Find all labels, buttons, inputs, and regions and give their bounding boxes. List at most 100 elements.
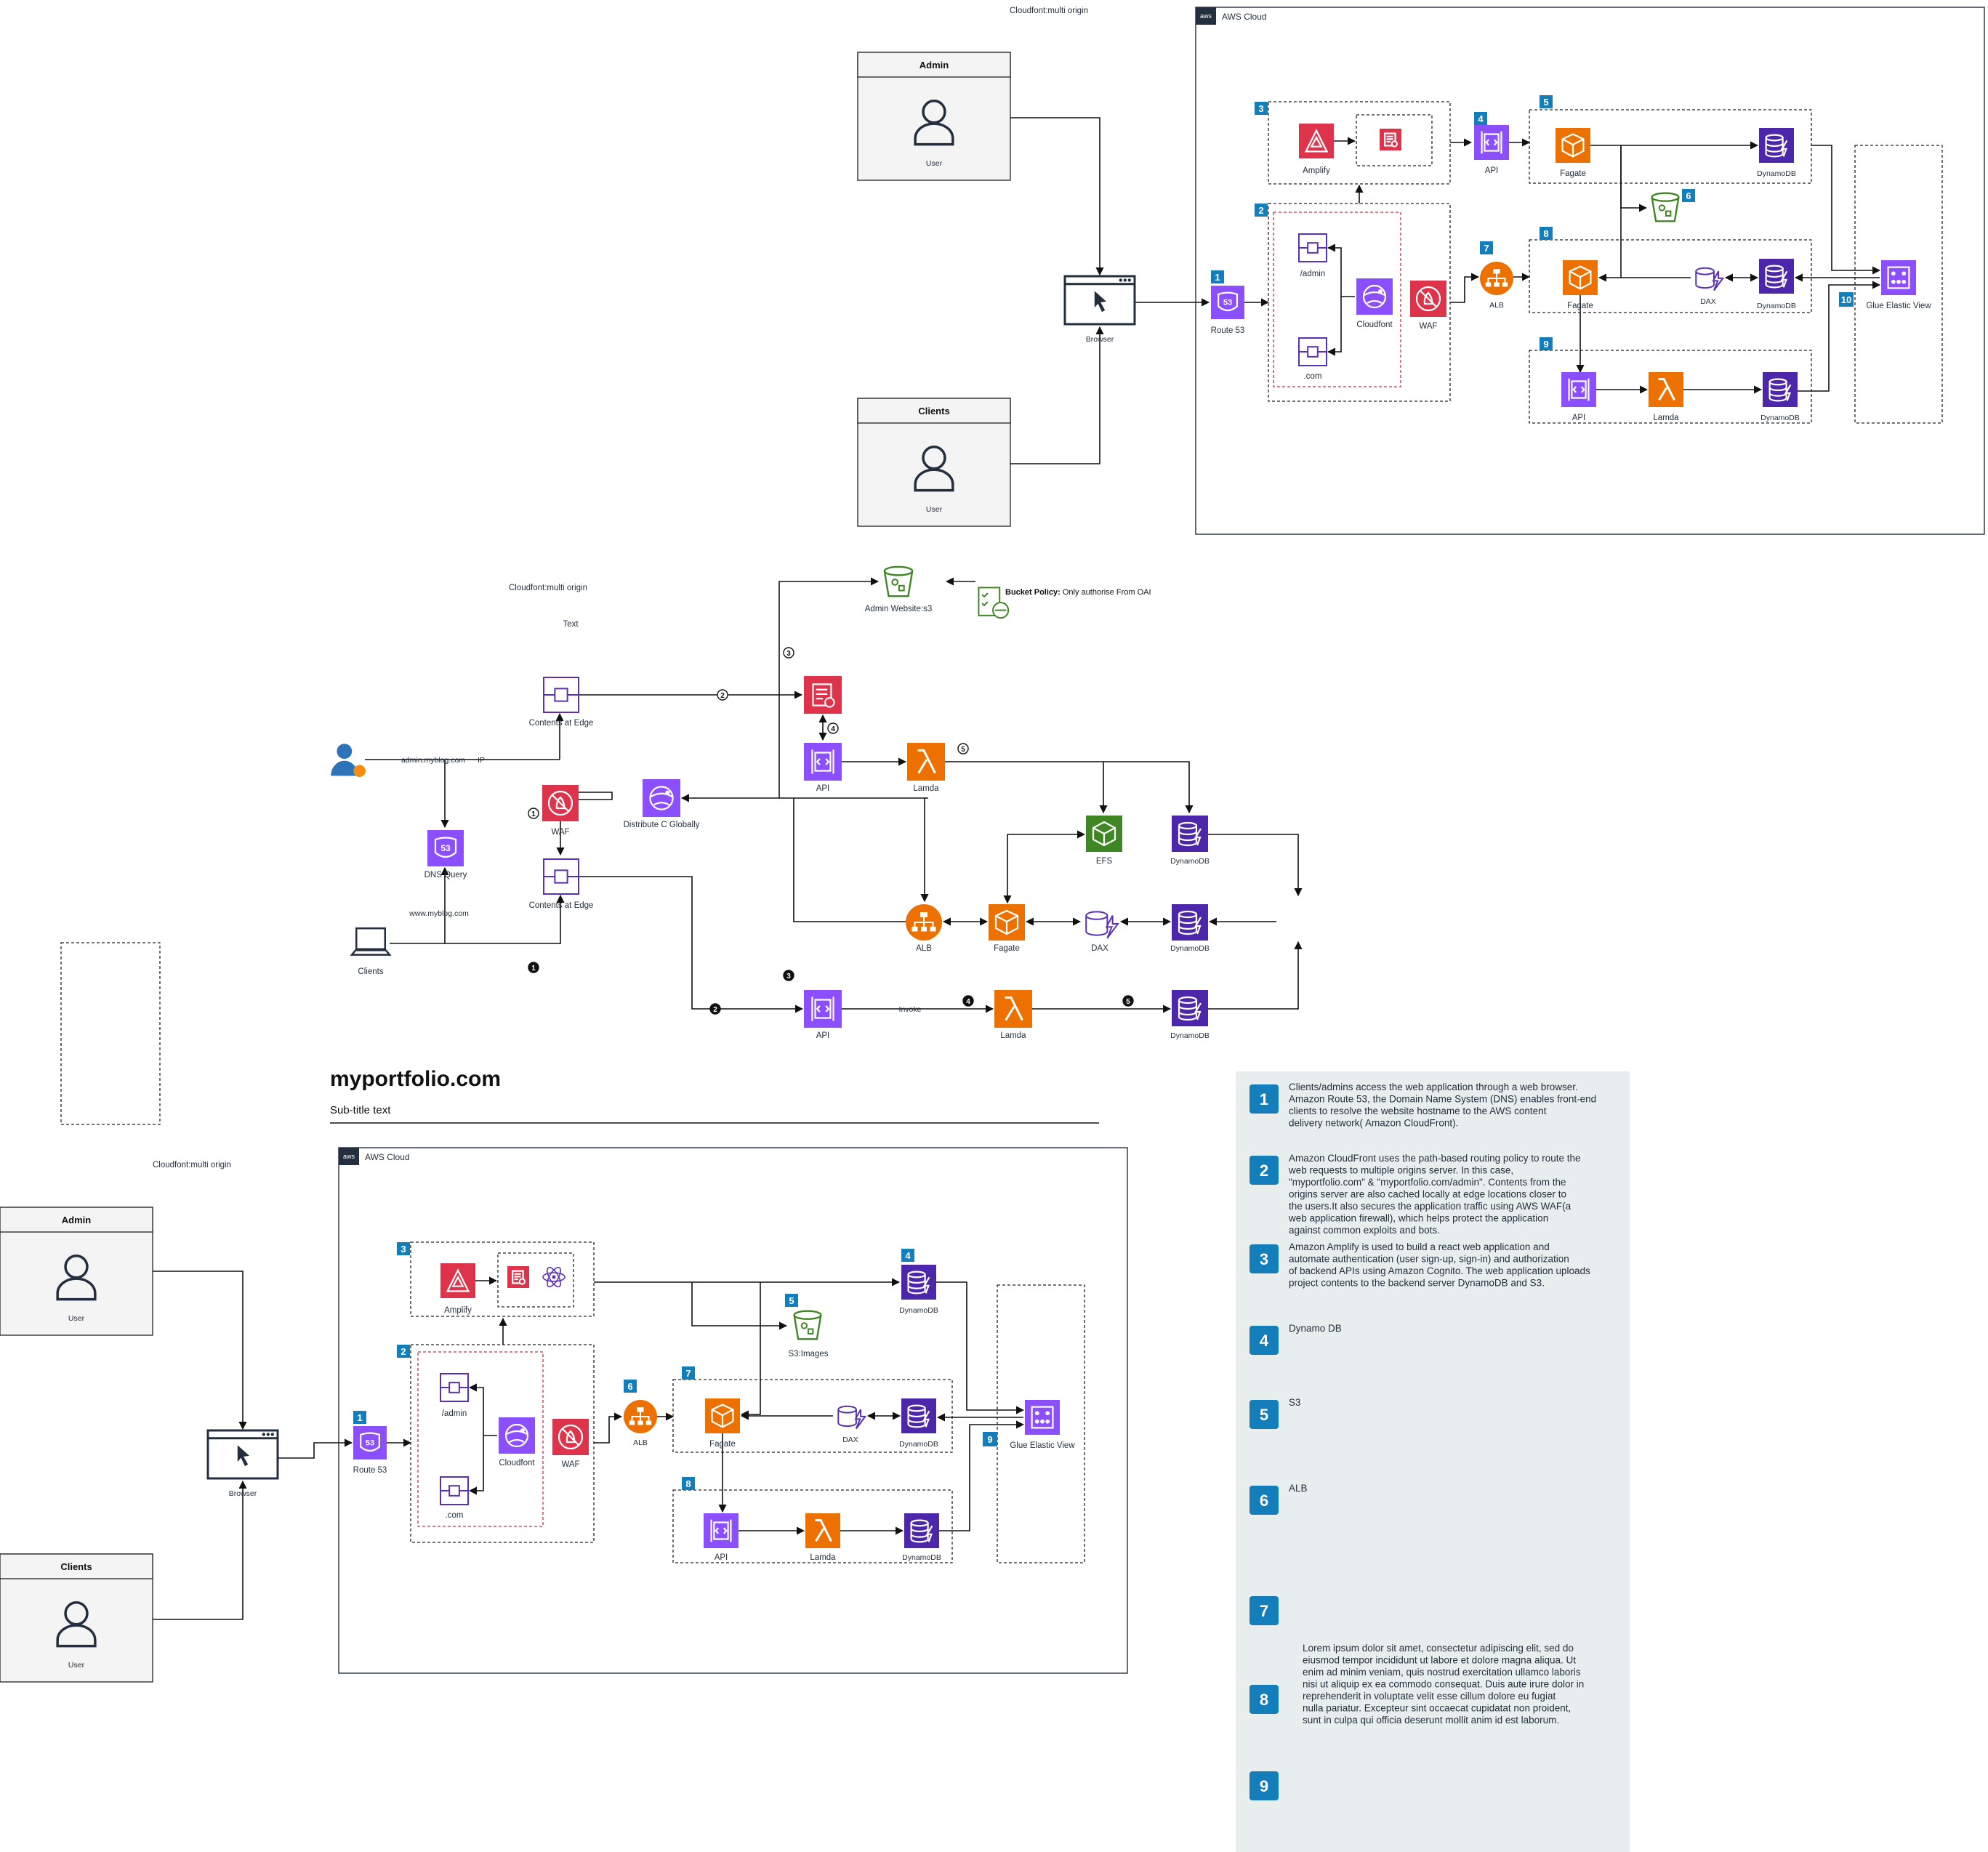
d1-badge-2: 2 [1255,204,1268,217]
d3-com-path-label: .com [446,1511,464,1520]
svg-text:aws: aws [343,1153,355,1160]
d3-admin-path-label: /admin [442,1409,467,1418]
d1-cf-to-admin [1327,243,1355,297]
svg-text:5: 5 [1126,998,1130,1006]
svg-text:7: 7 [1260,1602,1268,1620]
d3-group3-to-fargate [740,1282,761,1419]
svg-text:8: 8 [685,1478,691,1489]
d1-amplify-inner [1356,114,1433,166]
d1-badge-8: 8 [1540,227,1553,240]
legend-text: ALB [1289,1483,1308,1494]
d2-efs-label: EFS [1096,857,1113,866]
d3-waf-label: WAF [561,1460,579,1469]
d2-admin-site-icon [883,565,914,597]
d2-dynamodb-icon-3 [1172,990,1208,1026]
d3-glue-label: Glue Elastic View [1010,1441,1075,1450]
legend-text: Lorem ipsum dolor sit amet, consectetur … [1303,1643,1584,1726]
d1-group-2 [1268,203,1451,402]
svg-text:1: 1 [1260,1090,1268,1108]
svg-text:3: 3 [1260,1250,1268,1268]
d2-step-s1: 1 [528,962,539,973]
d2-api-icon-2 [804,990,842,1028]
d3-dynamodb-icon-2 [901,1398,936,1433]
legend-item: 8 Lorem ipsum dolor sit amet, consectetur… [1249,1643,1584,1726]
d3-cloudfront-label: Cloudfont [499,1459,535,1467]
d2-api-label-2: API [816,1031,830,1040]
d3-dynamodb-icon-1 [901,1265,936,1300]
d2-step-s3: 3 [783,970,794,981]
d2-lambda-to-dynamodb [945,761,1194,814]
d2-clients-label: Clients [358,967,383,976]
d3-badge-5: 5 [785,1294,798,1307]
d3-amplify-icon [440,1263,475,1298]
d2-step-o1: 1 [528,808,539,819]
d3-group3-to-s3 [691,1282,788,1330]
d1-alb-label: ALB [1489,301,1504,310]
d3-browser-icon [206,1429,279,1480]
d2-empty-dashed-box [60,942,161,1125]
d3-dynamodb-label-1: DynamoDB [899,1306,938,1315]
legend-text: Amazon CloudFront uses the path-based ro… [1288,1153,1581,1236]
d3-react-icon [542,1266,566,1288]
d2-fargate-label: Fagate [994,944,1020,953]
legend-text: Dynamo DB [1289,1323,1342,1334]
svg-text:8: 8 [1260,1691,1268,1709]
svg-text:2: 2 [720,692,725,700]
d1-waf-to-alb [1450,273,1480,303]
d1-group-8 [1529,239,1812,313]
d2-waf-label: WAF [551,828,569,837]
legend-number-badge [1249,1486,1279,1515]
d1-dax-icon [1695,267,1725,291]
svg-text:10: 10 [1841,294,1851,305]
d1-waf-icon [1410,281,1446,317]
svg-text:4: 4 [905,1250,911,1261]
d2-alb-icon [906,904,942,941]
d3-subtitle: Sub-title text [330,1104,391,1116]
d1-lambda-label: Lamda [1653,414,1679,422]
svg-text:53: 53 [1223,299,1232,307]
d3-group-3 [410,1241,595,1317]
legend-number-badge [1249,1596,1279,1625]
svg-text:53: 53 [440,843,451,853]
d1-glue-label: Glue Elastic View [1866,302,1931,310]
d1-dynamodb-icon-1 [1759,128,1794,163]
d1-route53-label: Route 53 [1211,326,1245,335]
d1-admin-box-title: Admin [919,60,949,71]
legend-number-badge [1249,1084,1279,1114]
d1-dynamodb-icon-3 [1763,372,1798,407]
d2-bucket-policy-icon [978,587,1010,619]
d1-cloudfront-icon [1356,278,1393,315]
d3-group-7 [672,1379,953,1453]
d1-fargate-label-2: Fagate [1567,302,1593,310]
svg-text:1: 1 [531,965,536,973]
d1-dynamodb-label-1: DynamoDB [1757,169,1796,178]
d3-group-2 [410,1344,595,1543]
d1-dynamodb3-to-glue [1798,281,1881,392]
d1-form-icon [1380,129,1401,150]
d1-lambda-icon [1649,372,1683,407]
d2-admin-url: admin.myblog.com [401,756,465,765]
d3-route53-icon: 53 [353,1426,387,1460]
d1-dynamodb-label-3: DynamoDB [1760,414,1800,422]
connector-lines [153,117,1881,1620]
legend-number-badge [1249,1244,1279,1273]
svg-text:2: 2 [1258,205,1263,216]
d3-alb-label: ALB [633,1438,648,1447]
d2-form-icon [804,676,842,714]
d1-fargate-to-s3 [1620,145,1648,212]
d2-api-label: API [816,784,830,793]
d1-fargate-icon-2 [1563,260,1598,295]
d3-dax-label: DAX [842,1436,858,1444]
d1-cloudfront-origins [1273,212,1401,387]
d2-api-icon [804,743,842,781]
d3-s3-label: S3:Images [789,1350,829,1358]
legend-panel [1236,1071,1630,1852]
d2-dynamodb-label-2: DynamoDB [1170,944,1210,953]
d3-amplify-label: Amplify [444,1306,472,1315]
d2-dynamodb-icon-2 [1172,904,1208,941]
d1-api-icon [1474,125,1509,160]
